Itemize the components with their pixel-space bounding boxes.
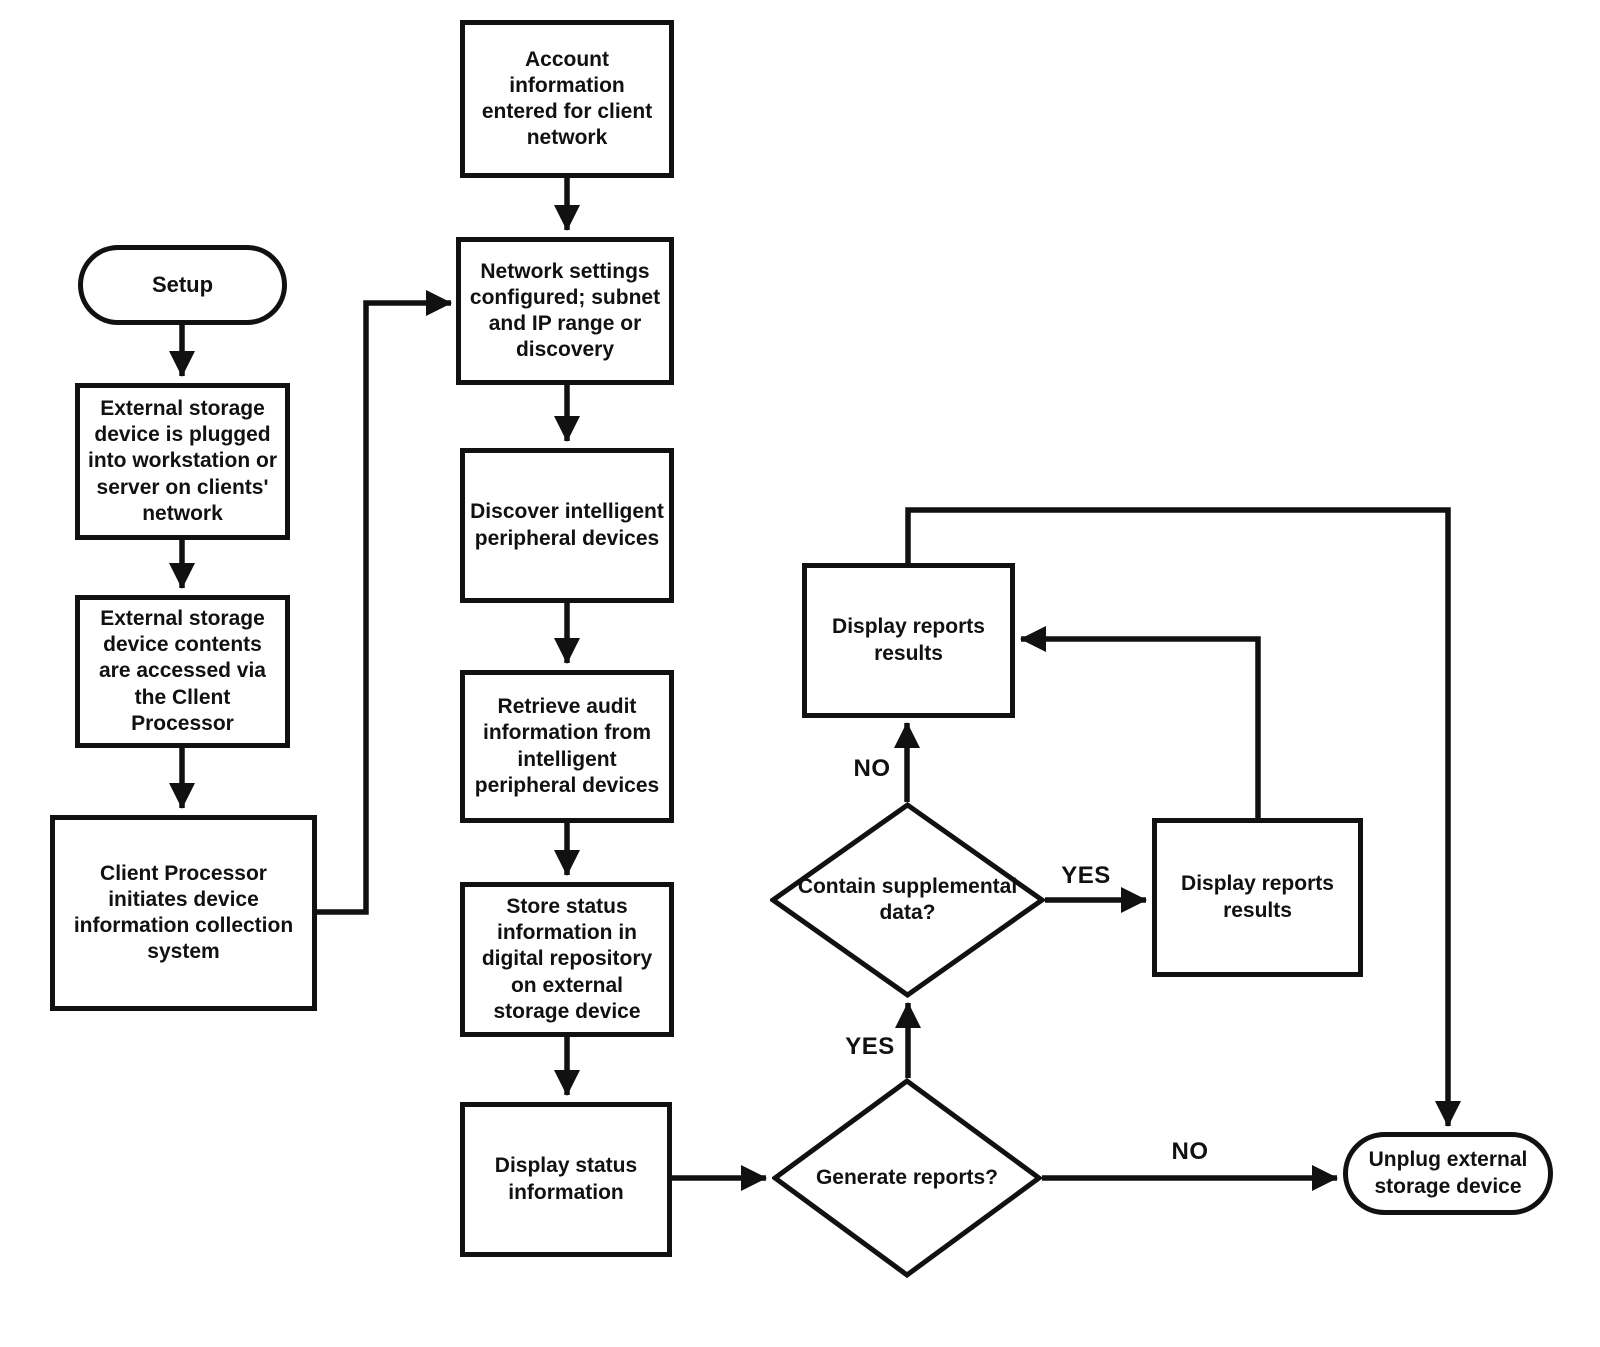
generate-reports-diamond-shape [772, 1078, 1042, 1278]
edge-clientprocessor-to-network [315, 290, 452, 915]
node-setup: Setup [78, 245, 287, 325]
decision-contain-supplemental: Contain supplemental data? [770, 802, 1045, 998]
node-external-storage-contents-label: External storage device contents are acc… [99, 607, 266, 735]
node-display-reports-results-left-label: Display reports results [832, 615, 985, 665]
node-network-settings: Network settings configured; subnet and … [456, 237, 674, 385]
node-display-reports-results-right-label: Display reports results [1181, 872, 1334, 922]
node-external-storage-plugged: External storage device is plugged into … [75, 383, 290, 540]
node-client-processor-initiates-label: Client Processor initiates device inform… [73, 861, 294, 964]
edge-displayright-to-displayleft [1020, 626, 1261, 818]
node-client-processor-initiates: Client Processor initiates device inform… [50, 815, 317, 1011]
edge-label-contain-yes: YES [1061, 862, 1111, 889]
node-unplug-external-storage-label: Unplug external storage device [1368, 1148, 1528, 1198]
contain-supplemental-diamond-shape [770, 802, 1045, 998]
edge-label-contain-no: NO [853, 755, 891, 782]
node-display-status: Display status information [460, 1102, 672, 1257]
node-external-storage-plugged-label: External storage device is plugged into … [88, 397, 277, 525]
decision-generate-reports-label: Generate reports? [815, 1165, 999, 1189]
node-store-status-label: Store status information in digital repo… [481, 895, 653, 1023]
node-unplug-external-storage: Unplug external storage device [1343, 1132, 1553, 1215]
edge-label-generate-no: NO [1171, 1138, 1209, 1165]
node-account-information-label: Account information entered for client n… [481, 47, 653, 150]
node-display-reports-results-left: Display reports results [802, 563, 1015, 718]
node-setup-label: Setup [151, 272, 214, 298]
decision-contain-supplemental-label: Contain supplemental data? [797, 874, 1018, 924]
node-discover-devices-label: Discover intelligent peripheral devices [470, 500, 664, 550]
decision-generate-reports: Generate reports? [772, 1078, 1042, 1278]
node-display-status-label: Display status information [494, 1154, 638, 1204]
edge-displayleft-to-unplug [905, 507, 1461, 1127]
node-network-settings-label: Network settings configured; subnet and … [469, 259, 661, 362]
node-store-status: Store status information in digital repo… [460, 882, 674, 1037]
node-discover-devices: Discover intelligent peripheral devices [460, 448, 674, 603]
node-display-reports-results-right: Display reports results [1152, 818, 1363, 977]
edge-label-generate-yes: YES [845, 1033, 895, 1060]
node-retrieve-audit-label: Retrieve audit information from intellig… [474, 695, 660, 797]
node-account-information: Account information entered for client n… [460, 20, 674, 178]
node-retrieve-audit: Retrieve audit information from intellig… [460, 670, 674, 823]
node-external-storage-contents: External storage device contents are acc… [75, 595, 290, 748]
